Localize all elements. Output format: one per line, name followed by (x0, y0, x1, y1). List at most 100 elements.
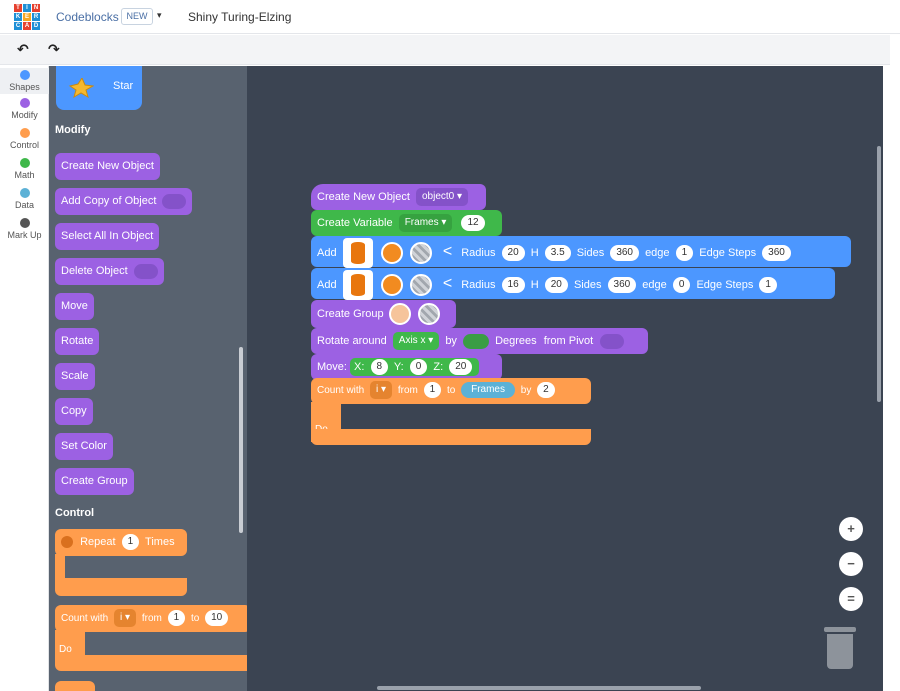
move-block[interactable]: Move (55, 293, 94, 320)
block-label: Scale (61, 370, 89, 382)
variable-value-input[interactable]: 12 (461, 215, 485, 232)
select-all-block[interactable]: Select All In Object (55, 223, 160, 250)
count-from-input[interactable]: 1 (423, 382, 442, 399)
hole-swatch[interactable] (409, 274, 432, 297)
create-new-object-block[interactable]: Create New Object (55, 153, 160, 180)
tinkercad-logo[interactable]: T I N K E R C A D (14, 4, 40, 30)
sides-input[interactable]: 360 (607, 277, 637, 294)
ws-add-block-2[interactable]: Add < Radius 16 H 20 Sides 360 edge 0 Ed… (311, 268, 835, 301)
category-math[interactable]: Math (0, 158, 49, 180)
app-name[interactable]: Codeblocks (56, 10, 119, 24)
axis-label: Y: (393, 361, 404, 374)
category-rail: Shapes Modify Control Math Data Mark Up (0, 66, 49, 691)
cylinder-shape-icon[interactable] (342, 270, 373, 301)
object-name-dropdown[interactable]: object0 ▾ (416, 188, 469, 207)
ws-move-block[interactable]: Move: X: 8 Y: 0 Z: 20 (311, 354, 502, 380)
color-swatch-orange[interactable] (380, 274, 403, 297)
pivot-input-slot[interactable] (600, 333, 625, 349)
ws-rotate-block[interactable]: Rotate around Axis x ▾ by Degrees from P… (311, 328, 648, 354)
flyout-scrollbar[interactable] (239, 347, 243, 533)
ws-add-block-1[interactable]: Add < Radius 20 H 3.5 Sides 360 edge 1 E… (311, 236, 851, 269)
repeat-count-input[interactable]: 1 (121, 534, 140, 551)
collapse-arrow-icon[interactable]: < (442, 275, 453, 292)
category-markup[interactable]: Mark Up (0, 218, 49, 240)
undo-icon[interactable]: ↶ (17, 41, 29, 57)
hole-swatch[interactable] (409, 242, 432, 265)
group-color-swatch[interactable] (388, 303, 411, 326)
group-hole-swatch[interactable] (417, 303, 440, 326)
delete-object-block[interactable]: Delete Object (55, 258, 164, 285)
category-label: Data (14, 200, 34, 210)
sides-input[interactable]: 360 (610, 245, 639, 262)
color-swatch-orange[interactable] (380, 242, 403, 265)
set-color-block[interactable]: Set Color (55, 433, 113, 460)
trash-body (827, 634, 853, 669)
move-y-input[interactable]: 0 (409, 359, 428, 376)
scale-block[interactable]: Scale (55, 363, 95, 390)
workspace-horizontal-scrollbar[interactable] (377, 686, 701, 690)
block-label: by (445, 335, 457, 347)
loop-icon (61, 536, 73, 549)
move-x-input[interactable]: 8 (370, 359, 389, 376)
code-workspace[interactable]: Create New Object object0 ▾ Create Varia… (247, 66, 883, 691)
zoom-reset-icon[interactable]: = (839, 587, 863, 611)
block-label: Rotate (61, 335, 94, 347)
input-slot[interactable] (162, 193, 187, 209)
move-z-input[interactable]: 20 (449, 359, 473, 376)
next-block-top[interactable] (55, 681, 95, 691)
edge-input[interactable]: 1 (675, 245, 694, 262)
category-modify[interactable]: Modify (0, 98, 49, 120)
rotate-block[interactable]: Rotate (55, 328, 100, 355)
add-copy-block[interactable]: Add Copy of Object (55, 188, 193, 215)
param-label: Edge Steps (699, 247, 757, 259)
logo-letter: A (23, 22, 31, 30)
count-to-input[interactable]: 10 (205, 610, 229, 627)
count-from-input[interactable]: 1 (167, 610, 186, 627)
logo-letter: T (14, 4, 22, 12)
ws-count-with-block[interactable]: Count with i ▾ from 1 to Frames by 2 (311, 378, 591, 404)
design-title[interactable]: Shiny Turing-Elzing (188, 10, 292, 24)
variable-dropdown[interactable]: Frames ▾ (398, 214, 453, 233)
block-label: from (397, 385, 418, 396)
count-by-input[interactable]: 2 (537, 382, 555, 399)
collapse-arrow-icon[interactable]: < (442, 243, 453, 260)
param-label: Edge Steps (696, 279, 754, 291)
top-bar: T I N K E R C A D Codeblocks NEW ▾ Shiny… (0, 0, 900, 34)
block-label: Create New Object (61, 160, 154, 172)
category-shapes[interactable]: Shapes (0, 68, 49, 94)
copy-block[interactable]: Copy (55, 398, 93, 425)
zoom-out-icon[interactable]: − (839, 552, 863, 576)
cylinder-shape-icon[interactable] (342, 238, 373, 269)
count-var-dropdown[interactable]: i ▾ (370, 381, 393, 400)
edge-steps-input[interactable]: 360 (762, 245, 791, 262)
workspace-vertical-scrollbar[interactable] (877, 146, 881, 402)
zoom-in-icon[interactable]: + (839, 517, 863, 541)
repeat-block-arm (55, 554, 65, 580)
edge-input[interactable]: 0 (672, 277, 691, 294)
axis-dropdown[interactable]: Axis x ▾ (392, 332, 440, 351)
count-var-dropdown[interactable]: i ▾ (114, 609, 137, 628)
degrees-input[interactable] (463, 333, 489, 349)
cylinder-body (350, 274, 365, 297)
ws-create-group-block[interactable]: Create Group (311, 300, 456, 328)
create-group-block[interactable]: Create Group (55, 468, 134, 495)
star-block[interactable]: Star (56, 66, 142, 110)
radius-input[interactable]: 20 (501, 245, 525, 262)
trash-icon[interactable] (824, 627, 856, 669)
radius-input[interactable]: 16 (501, 277, 525, 294)
category-label: Modify (11, 110, 38, 120)
input-slot[interactable] (133, 263, 158, 279)
ws-create-object-block[interactable]: Create New Object object0 ▾ (311, 184, 486, 210)
count-with-block[interactable]: Count with i ▾ from 1 to 10 (55, 605, 247, 632)
repeat-block[interactable]: Repeat 1 Times (55, 529, 187, 556)
redo-icon[interactable]: ↷ (48, 41, 60, 57)
app-menu-caret-icon[interactable]: ▾ (157, 10, 162, 20)
category-control[interactable]: Control (0, 128, 49, 150)
category-data[interactable]: Data (0, 188, 49, 210)
height-input[interactable]: 3.5 (544, 245, 571, 262)
ws-create-variable-block[interactable]: Create Variable Frames ▾ 12 (311, 210, 502, 236)
count-block-foot (55, 655, 247, 671)
frames-variable-reporter[interactable]: Frames (461, 382, 515, 399)
edge-steps-input[interactable]: 1 (759, 277, 777, 294)
height-input[interactable]: 20 (544, 277, 568, 294)
